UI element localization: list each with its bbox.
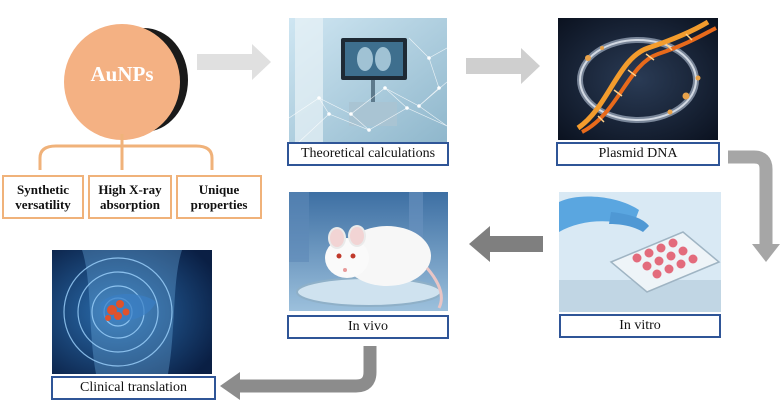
in-vitro-image	[559, 192, 721, 312]
caption-in-vitro: In vitro	[559, 314, 721, 338]
arrow-right-2	[466, 48, 540, 84]
theoretical-calculations-image	[289, 18, 447, 142]
arrow-left-1	[469, 226, 543, 262]
caption-theoretical-calculations: Theoretical calculations	[287, 142, 449, 166]
plasmid-dna-image	[558, 18, 718, 140]
arrow-bent-left	[240, 346, 377, 393]
caption-plasmid-dna: Plasmid DNA	[556, 142, 720, 166]
clinical-translation-image	[52, 250, 212, 374]
aunps-label: AuNPs	[90, 62, 154, 86]
caption-clinical-translation: Clinical translation	[51, 376, 216, 400]
aunps-sphere: AuNPs	[62, 18, 192, 146]
caption-in-vivo: In vivo	[287, 315, 449, 339]
in-vivo-image	[289, 192, 448, 311]
arrow-bent-down	[728, 150, 773, 244]
arrow-right-1	[197, 44, 271, 80]
